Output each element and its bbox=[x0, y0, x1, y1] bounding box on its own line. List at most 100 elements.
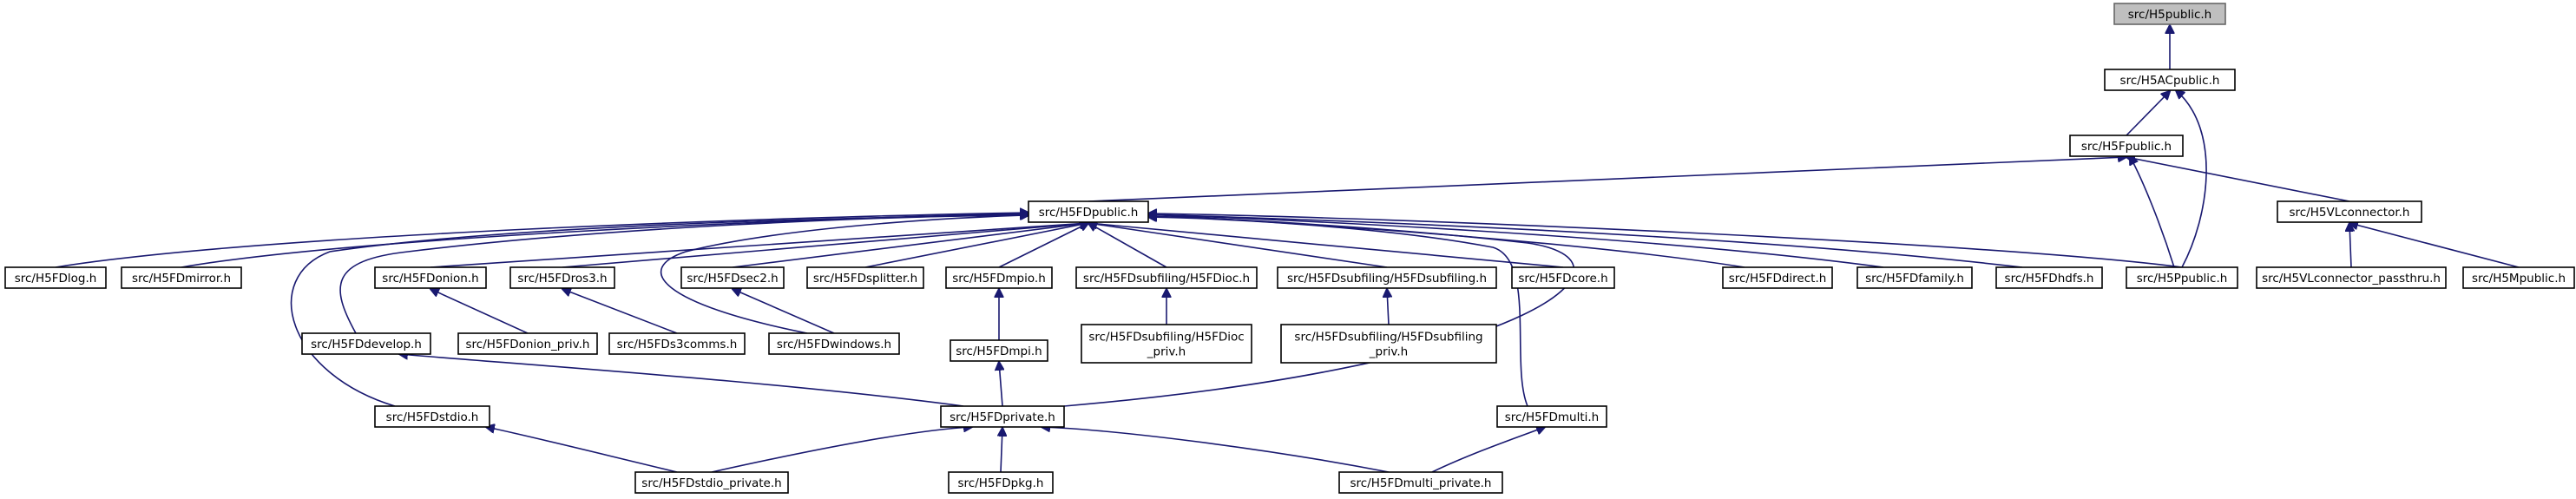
node-box bbox=[806, 266, 924, 289]
edge-h5mpublic-to-h5vlconnector bbox=[2349, 223, 2520, 268]
node-h5fdmulti[interactable]: src/H5FDmulti.h bbox=[1496, 405, 1607, 428]
node-label: src/H5FDsec2.h bbox=[687, 272, 778, 286]
node-label: src/H5FDmulti_private.h bbox=[1350, 476, 1492, 490]
edge-h5fdprivate-to-h5fddevelop bbox=[399, 354, 964, 407]
node-label: src/H5FDsubfiling/H5FDioc bbox=[1088, 331, 1244, 345]
node-h5fdsplitter[interactable]: src/H5FDsplitter.h bbox=[806, 266, 924, 289]
node-box bbox=[1995, 266, 2103, 289]
node-h5fdprivate[interactable]: src/H5FDprivate.h bbox=[940, 405, 1065, 428]
edge-h5fdsubfiling-to-h5fdpublic bbox=[1088, 223, 1388, 268]
node-label: src/H5FDsubfiling/H5FDioc.h bbox=[1083, 272, 1250, 286]
edge-h5fds3comms-to-h5fdros3 bbox=[562, 289, 678, 334]
node-h5fdmpio[interactable]: src/H5FDmpio.h bbox=[945, 266, 1053, 289]
node-box bbox=[4, 266, 107, 289]
node-box bbox=[1277, 266, 1497, 289]
node-box bbox=[1028, 200, 1149, 223]
node-h5fdonion[interactable]: src/H5FDonion.h bbox=[374, 266, 487, 289]
node-label: src/H5FDdevelop.h bbox=[311, 338, 422, 351]
node-box bbox=[374, 266, 487, 289]
edge-h5ppublic-to-h5acpublic bbox=[2176, 90, 2207, 268]
node-label: src/H5FDonion.h bbox=[382, 272, 478, 286]
edge-h5fdlog-to-h5fdpublic bbox=[55, 213, 1028, 268]
node-box bbox=[1280, 324, 1497, 364]
node-h5fdstdio_private[interactable]: src/H5FDstdio_private.h bbox=[634, 471, 789, 494]
node-label: src/H5VLconnector_passthru.h bbox=[2262, 272, 2441, 286]
node-h5acpublic[interactable]: src/H5ACpublic.h bbox=[2104, 69, 2236, 91]
node-h5ppublic[interactable]: src/H5Ppublic.h bbox=[2126, 266, 2238, 289]
node-h5vlconnector[interactable]: src/H5VLconnector.h bbox=[2277, 200, 2422, 223]
node-box bbox=[1075, 266, 1258, 289]
edge-h5fpublic-to-h5acpublic bbox=[2126, 91, 2170, 136]
node-box bbox=[2104, 69, 2236, 91]
node-h5fdsec2[interactable]: src/H5FDsec2.h bbox=[680, 266, 785, 289]
node-h5fdsubfiling_priv[interactable]: src/H5FDsubfiling/H5FDsubfiling_priv.h bbox=[1280, 324, 1497, 364]
node-h5fdmulti_private[interactable]: src/H5FDmulti_private.h bbox=[1338, 471, 1503, 494]
node-box bbox=[457, 332, 598, 355]
node-h5fdros3[interactable]: src/H5FDros3.h bbox=[509, 266, 615, 289]
node-box bbox=[1338, 471, 1503, 494]
node-h5fdmirror[interactable]: src/H5FDmirror.h bbox=[121, 266, 242, 289]
node-h5fdioc[interactable]: src/H5FDsubfiling/H5FDioc.h bbox=[1075, 266, 1258, 289]
node-label: src/H5FDsubfiling/H5FDsubfiling bbox=[1294, 331, 1482, 345]
node-label: src/H5FDpkg.h bbox=[958, 476, 1044, 490]
node-box bbox=[680, 266, 785, 289]
node-box bbox=[1511, 266, 1615, 289]
edge-h5fdhdfs-to-h5fdpublic bbox=[1148, 214, 2023, 268]
node-h5fds3comms[interactable]: src/H5FDs3comms.h bbox=[608, 332, 746, 355]
node-h5fdioc_priv[interactable]: src/H5FDsubfiling/H5FDioc_priv.h bbox=[1081, 324, 1252, 364]
node-h5fpublic[interactable]: src/H5Fpublic.h bbox=[2069, 135, 2184, 157]
node-h5fdhdfs[interactable]: src/H5FDhdfs.h bbox=[1995, 266, 2103, 289]
node-label: src/H5FDstdio_private.h bbox=[641, 476, 781, 490]
node-h5fdstdio[interactable]: src/H5FDstdio.h bbox=[374, 405, 490, 428]
node-box bbox=[945, 266, 1053, 289]
node-h5fdwindows[interactable]: src/H5FDwindows.h bbox=[768, 332, 900, 355]
node-label: src/H5FDdirect.h bbox=[1729, 272, 1827, 286]
node-box bbox=[1722, 266, 1833, 289]
node-box bbox=[948, 471, 1054, 494]
edge-h5fdsplitter-to-h5fdpublic bbox=[864, 223, 1088, 268]
edge-h5fdpkg-to-h5fdprivate bbox=[1001, 428, 1002, 473]
node-label: src/H5FDstdio.h bbox=[386, 410, 479, 424]
node-box bbox=[950, 339, 1048, 362]
node-h5fdsubfiling[interactable]: src/H5FDsubfiling/H5FDsubfiling.h bbox=[1277, 266, 1497, 289]
node-h5fdlog[interactable]: src/H5FDlog.h bbox=[4, 266, 107, 289]
edge-h5fdprivate-to-h5fdmpi bbox=[999, 362, 1002, 407]
node-label: _priv.h bbox=[1369, 345, 1408, 359]
edge-h5fdros3-to-h5fdpublic bbox=[562, 223, 1088, 268]
edge-h5fdsubfiling_priv-to-h5fdsubfiling bbox=[1387, 289, 1389, 325]
node-label: _priv.h bbox=[1147, 345, 1186, 359]
node-label: src/H5FDcore.h bbox=[1518, 272, 1607, 286]
node-box bbox=[2256, 266, 2447, 289]
node-h5fdpublic[interactable]: src/H5FDpublic.h bbox=[1028, 200, 1149, 223]
node-box bbox=[374, 405, 490, 428]
node-h5fdonion_priv[interactable]: src/H5FDonion_priv.h bbox=[457, 332, 598, 355]
node-h5public[interactable]: src/H5public.h bbox=[2113, 3, 2226, 25]
node-box bbox=[768, 332, 900, 355]
node-label: src/H5FDmpi.h bbox=[956, 345, 1042, 358]
node-h5fddevelop[interactable]: src/H5FDdevelop.h bbox=[301, 332, 431, 355]
node-box bbox=[2113, 3, 2226, 25]
node-label: src/H5FDmpio.h bbox=[952, 272, 1046, 286]
edge-h5fdmulti_private-to-h5fdmulti bbox=[1431, 427, 1545, 473]
node-h5fdpkg[interactable]: src/H5FDpkg.h bbox=[948, 471, 1054, 494]
node-h5fdcore[interactable]: src/H5FDcore.h bbox=[1511, 266, 1615, 289]
node-box bbox=[634, 471, 789, 494]
node-h5vlconnector_passthru[interactable]: src/H5VLconnector_passthru.h bbox=[2256, 266, 2447, 289]
node-h5fddirect[interactable]: src/H5FDdirect.h bbox=[1722, 266, 1833, 289]
node-h5mpublic[interactable]: src/H5Mpublic.h bbox=[2462, 266, 2575, 289]
edge-h5fdwindows-to-h5fdsec2 bbox=[733, 289, 835, 334]
node-label: src/H5Mpublic.h bbox=[2472, 272, 2566, 286]
node-label: src/H5FDhdfs.h bbox=[2005, 272, 2094, 286]
node-label: src/H5FDprivate.h bbox=[950, 410, 1055, 424]
edge-h5fdonion-to-h5fdpublic bbox=[430, 223, 1088, 268]
node-box bbox=[1856, 266, 1973, 289]
node-label: src/H5FDsplitter.h bbox=[813, 272, 917, 286]
node-label: src/H5FDfamily.h bbox=[1865, 272, 1964, 286]
node-box bbox=[1081, 324, 1252, 364]
edge-h5fdioc-to-h5fdpublic bbox=[1088, 223, 1167, 268]
node-h5fdfamily[interactable]: src/H5FDfamily.h bbox=[1856, 266, 1973, 289]
edge-h5fdstdio_private-to-h5fdprivate bbox=[711, 427, 972, 473]
edge-h5fdmulti_private-to-h5fdprivate bbox=[1042, 427, 1390, 473]
node-h5fdmpi[interactable]: src/H5FDmpi.h bbox=[950, 339, 1048, 362]
